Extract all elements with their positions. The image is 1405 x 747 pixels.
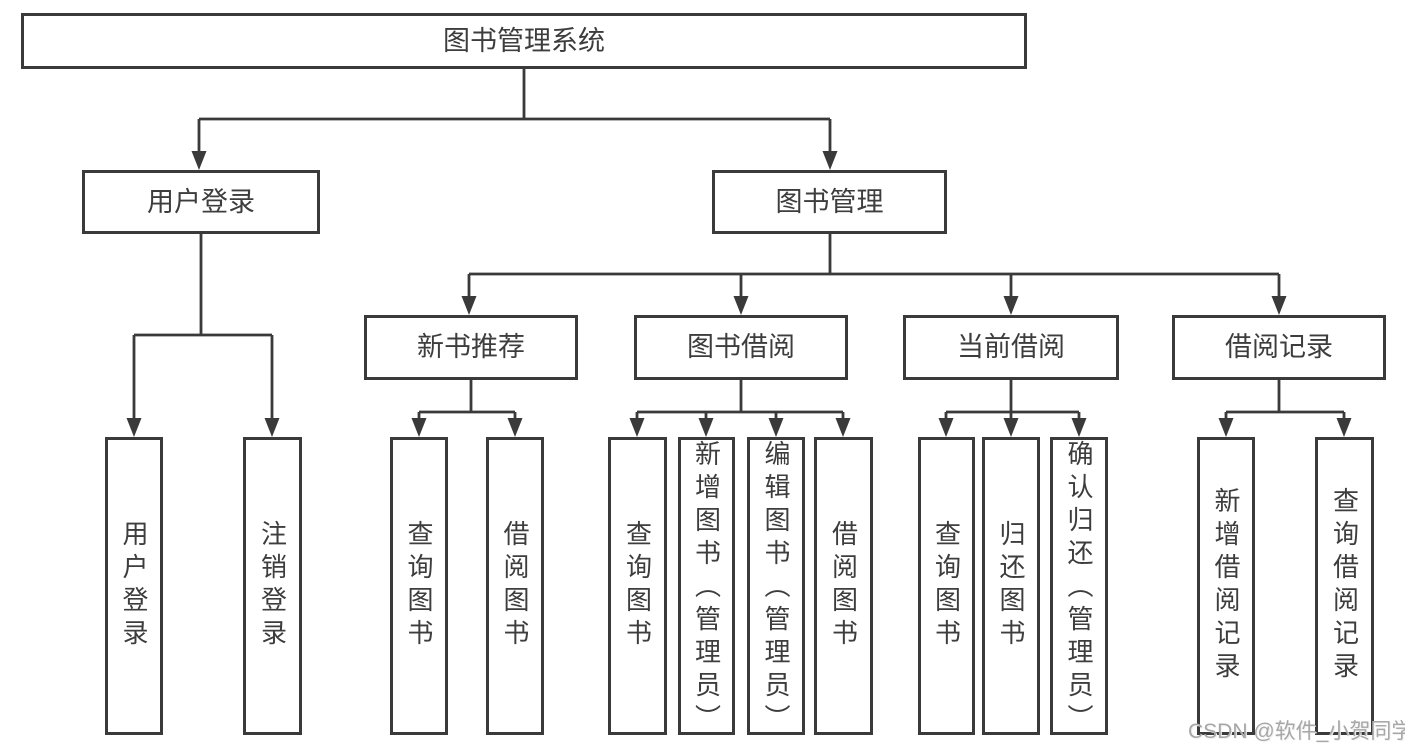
leaf-label: 编辑图书（管理员） bbox=[761, 440, 791, 737]
leaf-query-book-borrow: 查询图书 bbox=[608, 437, 667, 735]
node-label: 图书管理系统 bbox=[443, 25, 605, 56]
connector-book-borrow-branch bbox=[629, 380, 851, 437]
leaf-label: 借阅图书 bbox=[500, 520, 530, 652]
leaf-label: 注销登录 bbox=[257, 520, 288, 652]
node-label: 借阅记录 bbox=[1225, 332, 1333, 362]
leaf-user-login: 用户登录 bbox=[105, 437, 163, 735]
leaf-label: 查询图书 bbox=[622, 520, 653, 652]
node-label: 图书管理 bbox=[775, 186, 884, 217]
leaf-query-book-current: 查询图书 bbox=[918, 437, 975, 735]
node-label: 图书借阅 bbox=[687, 332, 795, 362]
leaf-label: 新增图书（管理员） bbox=[691, 440, 722, 737]
leaf-label: 用户登录 bbox=[119, 520, 149, 652]
leaf-add-book-admin: 新增图书（管理员） bbox=[678, 437, 735, 737]
leaf-label: 确认归还（管理员） bbox=[1064, 440, 1094, 737]
connector-user-login-branch bbox=[126, 234, 280, 437]
leaf-label: 查询借阅记录 bbox=[1329, 487, 1360, 685]
connector-root-to-level2 bbox=[191, 69, 838, 170]
node-user-login: 用户登录 bbox=[82, 170, 320, 234]
connector-borrow-record-branch bbox=[1218, 380, 1352, 437]
leaf-query-borrow-record: 查询借阅记录 bbox=[1315, 437, 1374, 735]
connector-book-management-branch bbox=[461, 234, 1287, 315]
leaf-borrow-book-recommend: 借阅图书 bbox=[486, 437, 544, 735]
node-label: 新书推荐 bbox=[417, 332, 525, 362]
leaf-label: 新增借阅记录 bbox=[1211, 487, 1241, 685]
node-book-management: 图书管理 bbox=[712, 170, 947, 234]
node-new-book-recommend: 新书推荐 bbox=[364, 315, 578, 380]
leaf-logout-login: 注销登录 bbox=[243, 437, 302, 735]
connector-new-book-branch bbox=[411, 380, 523, 437]
connector-current-borrow-branch bbox=[938, 380, 1087, 437]
leaf-query-book-recommend: 查询图书 bbox=[390, 437, 448, 735]
leaf-confirm-return-admin: 确认归还（管理员） bbox=[1050, 437, 1108, 737]
node-borrow-record: 借阅记录 bbox=[1172, 315, 1386, 380]
leaf-label: 归还图书 bbox=[996, 520, 1026, 652]
leaf-label: 借阅图书 bbox=[828, 520, 859, 652]
node-current-borrow: 当前借阅 bbox=[903, 315, 1119, 380]
leaf-return-book: 归还图书 bbox=[982, 437, 1040, 735]
node-label: 当前借阅 bbox=[957, 332, 1065, 362]
csdn-watermark: CSDN @软件_小贺同学 bbox=[1188, 720, 1405, 743]
node-label: 用户登录 bbox=[147, 186, 255, 217]
leaf-add-borrow-record: 新增借阅记录 bbox=[1197, 437, 1255, 735]
node-book-borrow: 图书借阅 bbox=[634, 315, 848, 380]
leaf-edit-book-admin: 编辑图书（管理员） bbox=[747, 437, 805, 737]
leaf-borrow-book: 借阅图书 bbox=[814, 437, 873, 735]
leaf-label: 查询图书 bbox=[404, 520, 434, 652]
leaf-label: 查询图书 bbox=[931, 520, 962, 652]
node-library-management-system: 图书管理系统 bbox=[21, 13, 1027, 69]
